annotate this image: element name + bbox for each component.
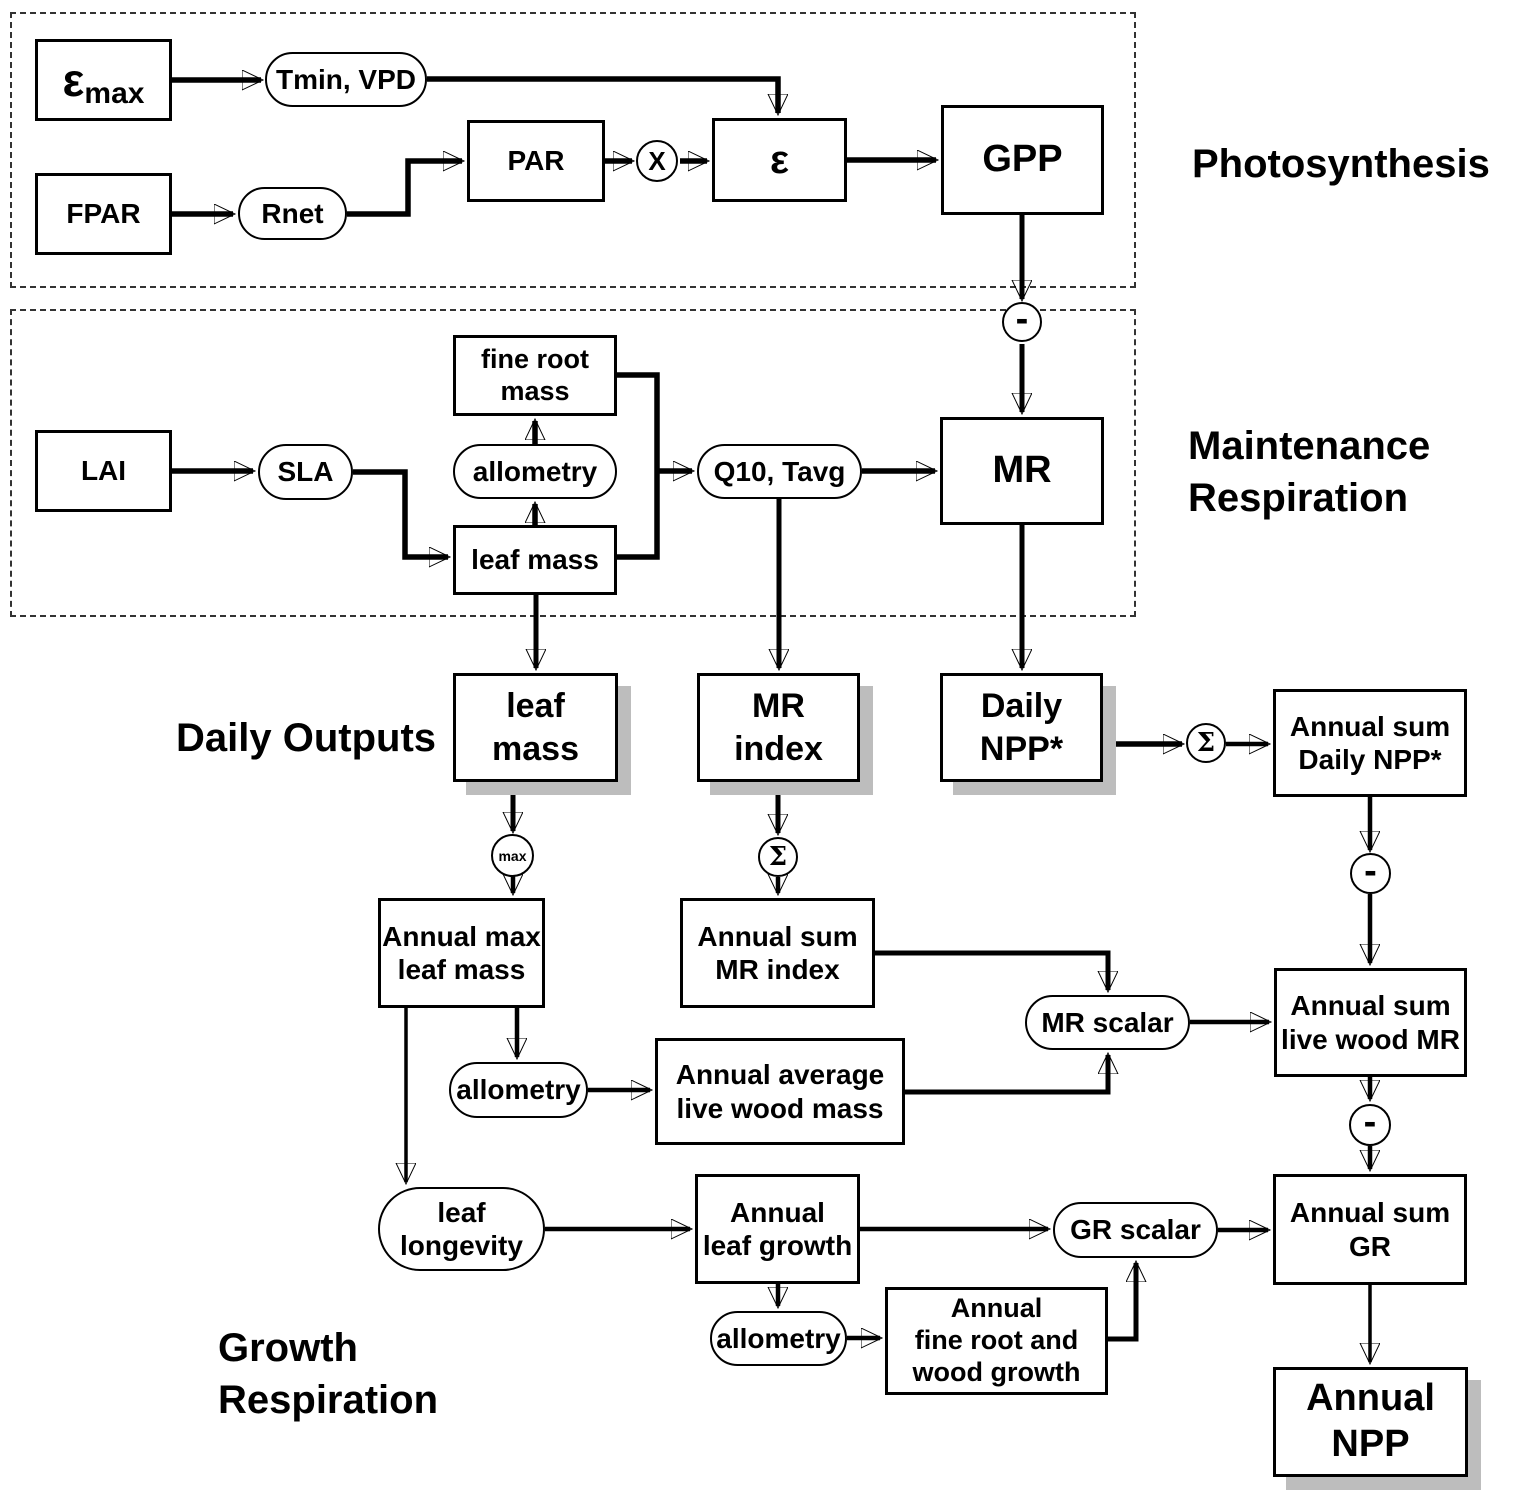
minus-icon-annual-gr: - [1349,1103,1391,1146]
node-allometry-1: allometry [453,444,617,499]
node-annual-sum-daily-npp: Annual sum Daily NPP* [1273,689,1467,797]
node-fpar: FPAR [35,173,172,255]
minus-icon-annual-npp-mr: - [1350,852,1391,894]
maintenance-respiration-section-frame [10,309,1136,617]
maintenance-respiration-section-label: Maintenance Respiration [1188,424,1431,520]
flow-arrow [347,161,462,217]
node-mr-scalar: MR scalar [1025,995,1190,1050]
node-gr-scalar: GR scalar [1053,1202,1218,1258]
node-tmin-vpd: Tmin, VPD [265,52,427,107]
node-daily-npp: Daily NPP* [940,673,1103,782]
node-allometry-2: allometry [449,1062,588,1118]
node-leaf-mass-source: leaf mass [453,525,617,595]
max-icon: max [491,834,534,877]
node-gpp: GPP [941,105,1104,215]
photosynthesis-section-label: Photosynthesis [1192,142,1490,186]
node-mr: MR [940,417,1104,525]
flow-arrow [353,469,448,557]
node-fine-root-mass: fine root mass [453,335,617,416]
photosynthesis-section-frame [10,12,1136,288]
sum-icon-mr-index: Σ [758,837,798,877]
node-par: PAR [467,120,605,202]
node-sla: SLA [258,444,353,500]
node-annual-avg-live-wood-mass: Annual average live wood mass [655,1038,905,1145]
flow-arrow [875,950,1108,990]
node-annual-sum-gr: Annual sum GR [1273,1174,1467,1285]
eps-max-symbol: ε [62,54,85,106]
flow-arrow [427,76,778,113]
multiply-icon: X [636,140,678,182]
node-annual-max-leaf-mass: Annual max leaf mass [378,898,545,1008]
flow-arrow [1108,1263,1136,1342]
sum-icon-daily-npp: Σ [1186,723,1226,763]
flow-line [617,372,660,560]
growth-respiration-section-label: Growth Respiration [218,1326,439,1422]
eps-max-subscript: max [84,77,145,110]
node-rnet: Rnet [238,187,347,240]
node-leaf-mass-daily: leaf mass [453,673,618,782]
node-annual-sum-live-wood-mr: Annual sum live wood MR [1274,968,1467,1077]
node-lai: LAI [35,430,172,512]
node-annual-fine-root-wood-growth: Annual fine root and wood growth [885,1287,1108,1395]
node-annual-sum-mr-index: Annual sum MR index [680,898,875,1008]
node-annual-leaf-growth: Annual leaf growth [695,1174,860,1284]
node-eps: ε [712,118,847,202]
node-allometry-3: allometry [710,1311,847,1366]
node-leaf-longevity: leaf longevity [378,1187,545,1271]
node-q10-tavg: Q10, Tavg [697,444,862,499]
daily-outputs-section-label: Daily Outputs [176,716,437,760]
node-annual-npp: Annual NPP [1273,1367,1468,1477]
node-mr-index: MR index [697,673,860,782]
minus-icon-gpp-mr: - [1002,300,1042,342]
flow-arrow [905,1055,1108,1095]
